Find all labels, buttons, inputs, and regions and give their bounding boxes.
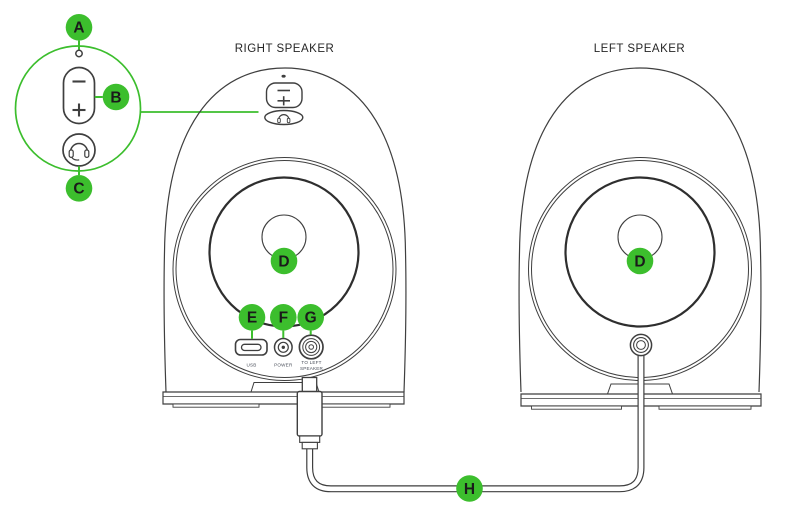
callout-badge-a: A	[65, 13, 93, 41]
volume-rocker-mini	[265, 82, 303, 109]
svg-text:H: H	[464, 481, 475, 498]
cable-outline	[306, 350, 645, 493]
headset-icon	[68, 142, 90, 161]
status-led-icon	[75, 49, 83, 58]
to-left-speaker-label-line1: TO LEFT	[301, 360, 321, 365]
callout-badge-h: H	[456, 475, 483, 502]
callout-badge-d-left: D	[626, 247, 654, 275]
callout-badge-e: E	[238, 304, 266, 331]
callout-badge-c: C	[65, 175, 93, 202]
right-speaker-title: RIGHT SPEAKER	[235, 43, 335, 55]
left-base-foot-left	[531, 405, 622, 410]
detail-callout: A B C	[14, 13, 259, 202]
callout-badge-d-right: D	[270, 247, 298, 275]
callout-badge-g: G	[297, 304, 325, 331]
right-speaker-body	[163, 67, 407, 393]
cable-core	[307, 350, 644, 492]
right-rear-outer-circle	[172, 157, 397, 381]
usb-port-label: USB	[246, 363, 256, 368]
power-port-label: POWER	[274, 363, 293, 368]
svg-text:C: C	[73, 181, 84, 198]
right-rear-outer-circle-inner-line	[175, 160, 394, 378]
volume-up-icon	[72, 103, 86, 117]
left-base-foot-right	[658, 405, 752, 410]
power-port	[273, 337, 293, 357]
headset-button-mini	[264, 109, 304, 126]
headset-mini-icon	[277, 114, 291, 124]
to-left-speaker-label-line2: SPEAKER	[300, 366, 324, 371]
svg-text:E: E	[247, 310, 257, 327]
svg-text:D: D	[634, 253, 645, 270]
callout-badge-f: F	[270, 304, 297, 331]
left-speaker-title: LEFT SPEAKER	[594, 43, 685, 55]
status-led-mini-icon	[281, 74, 286, 78]
volume-rocker	[62, 66, 96, 125]
svg-text:B: B	[110, 89, 121, 106]
svg-text:D: D	[278, 253, 289, 270]
cable-connector-left	[629, 333, 653, 357]
right-top-controls	[264, 74, 304, 126]
callout-badge-b: B	[102, 83, 130, 111]
rear-badges: D E F G D H	[238, 247, 654, 502]
right-base-plate	[162, 391, 405, 405]
left-speaker-body	[518, 67, 762, 393]
svg-text:F: F	[279, 310, 288, 327]
right-speaker: RIGHT SPEAKER	[162, 43, 407, 408]
cable-plug-right	[296, 376, 323, 450]
speaker-link-cable	[296, 333, 653, 493]
volume-up-mini-icon	[277, 96, 290, 106]
to-left-speaker-port	[298, 334, 324, 360]
svg-text:A: A	[73, 20, 84, 37]
svg-text:G: G	[305, 310, 317, 327]
usb-port	[234, 338, 268, 356]
right-base-foot-left	[172, 403, 260, 408]
left-bass-radiator-circle	[564, 176, 716, 328]
headset-button	[62, 133, 96, 167]
